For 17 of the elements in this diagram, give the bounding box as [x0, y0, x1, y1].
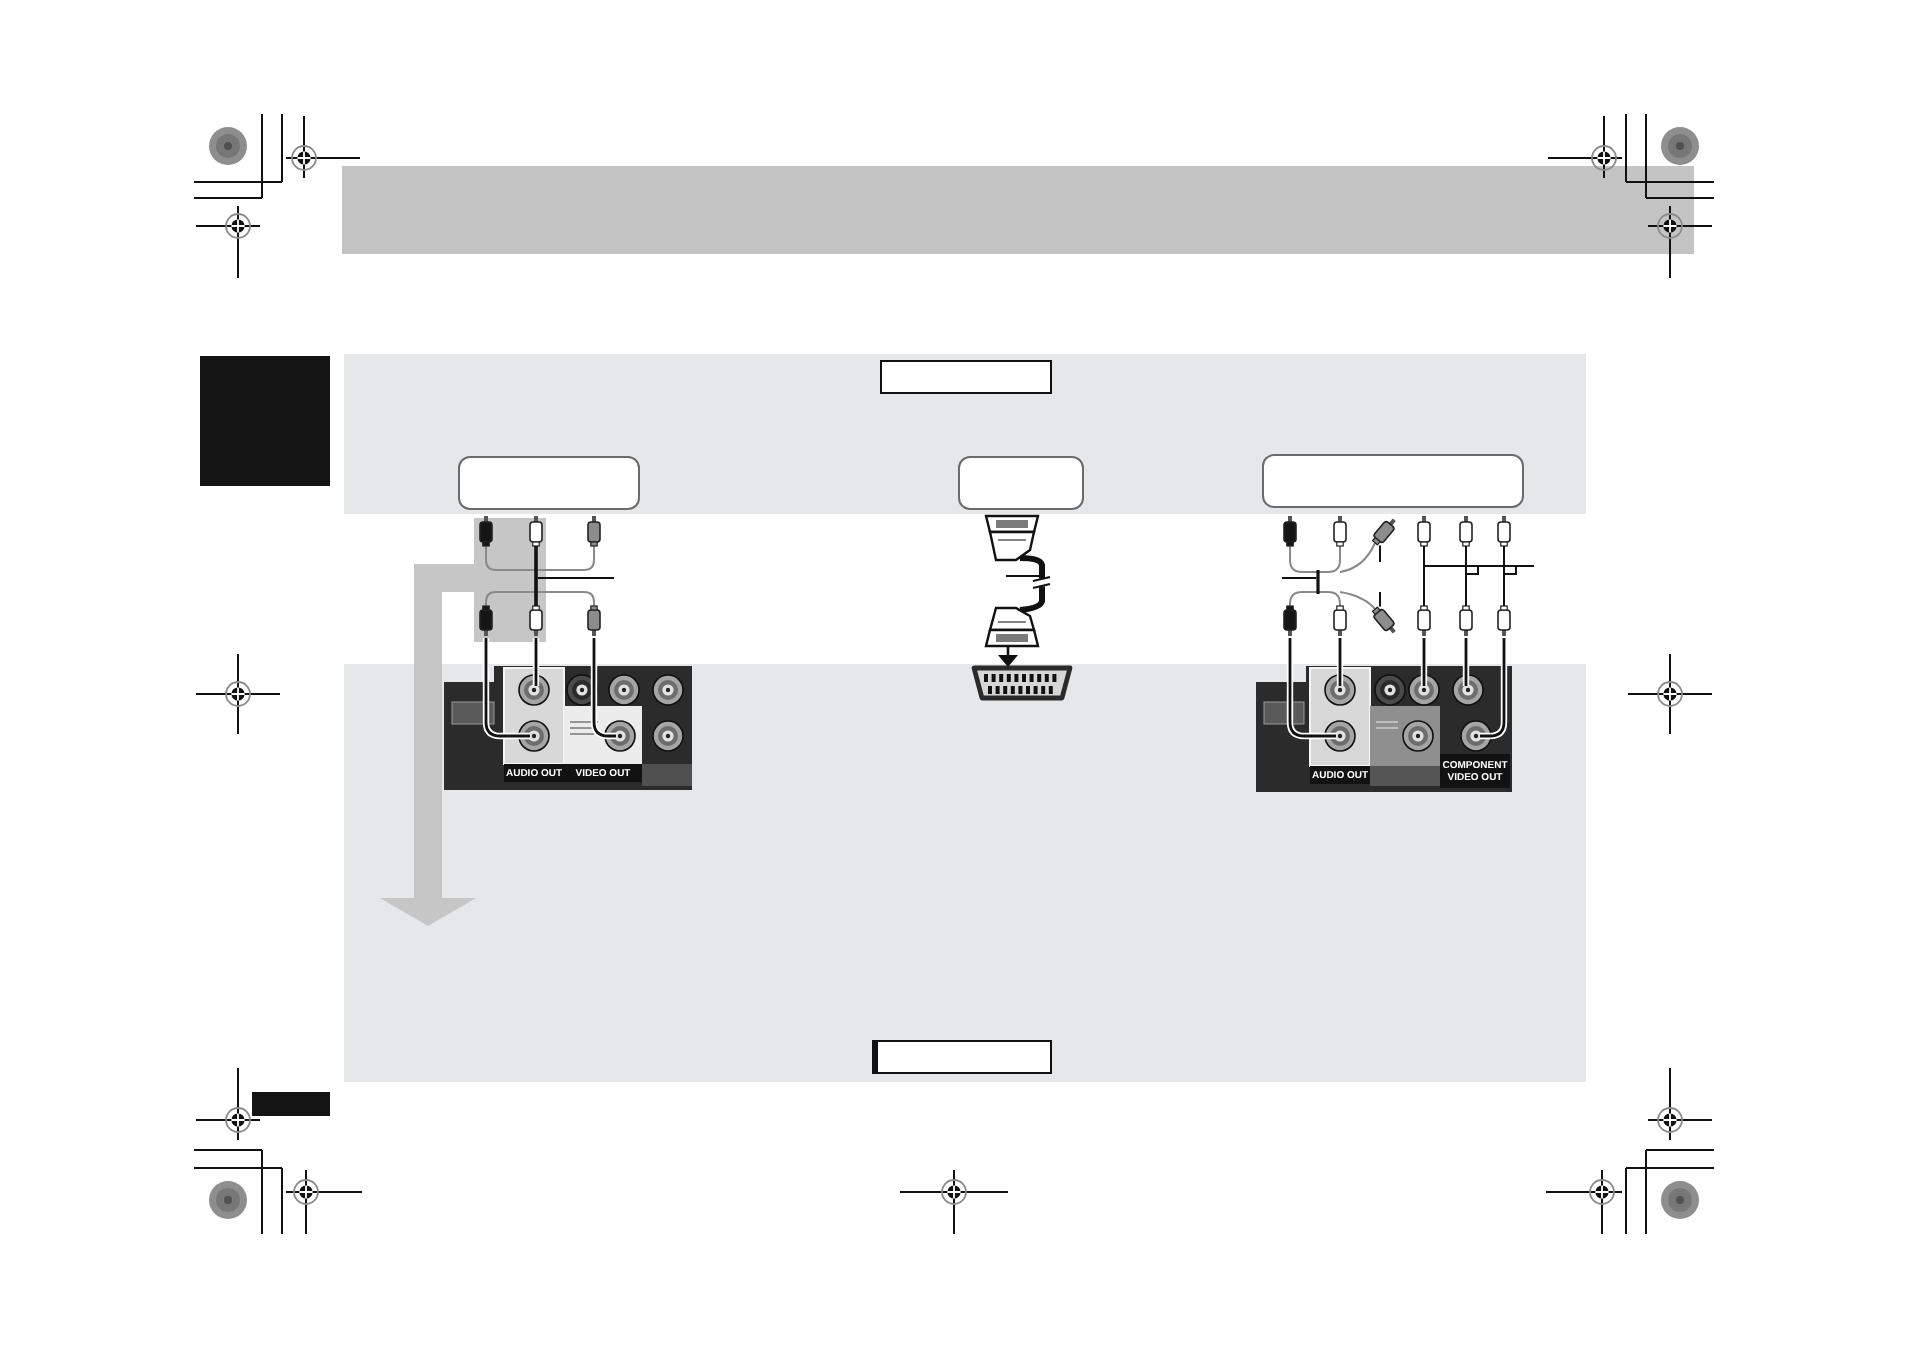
cable [1039, 564, 1045, 602]
header-banner [342, 166, 1694, 254]
leader-line [1281, 577, 1318, 579]
label-box [872, 1040, 1052, 1074]
leader-line [536, 577, 615, 579]
label-box [458, 456, 640, 510]
leader-line [1379, 544, 1381, 563]
rca-plug-icon [1371, 606, 1396, 634]
label-box [880, 360, 1052, 394]
leader-line [1504, 565, 1535, 575]
label-box [958, 456, 1084, 510]
corner-tab [252, 1092, 330, 1116]
leader-line [1005, 575, 1040, 577]
leader-line [1379, 591, 1381, 608]
label-box [1262, 454, 1524, 508]
side-tab [200, 356, 330, 486]
rca-plug-icon [1371, 518, 1396, 546]
